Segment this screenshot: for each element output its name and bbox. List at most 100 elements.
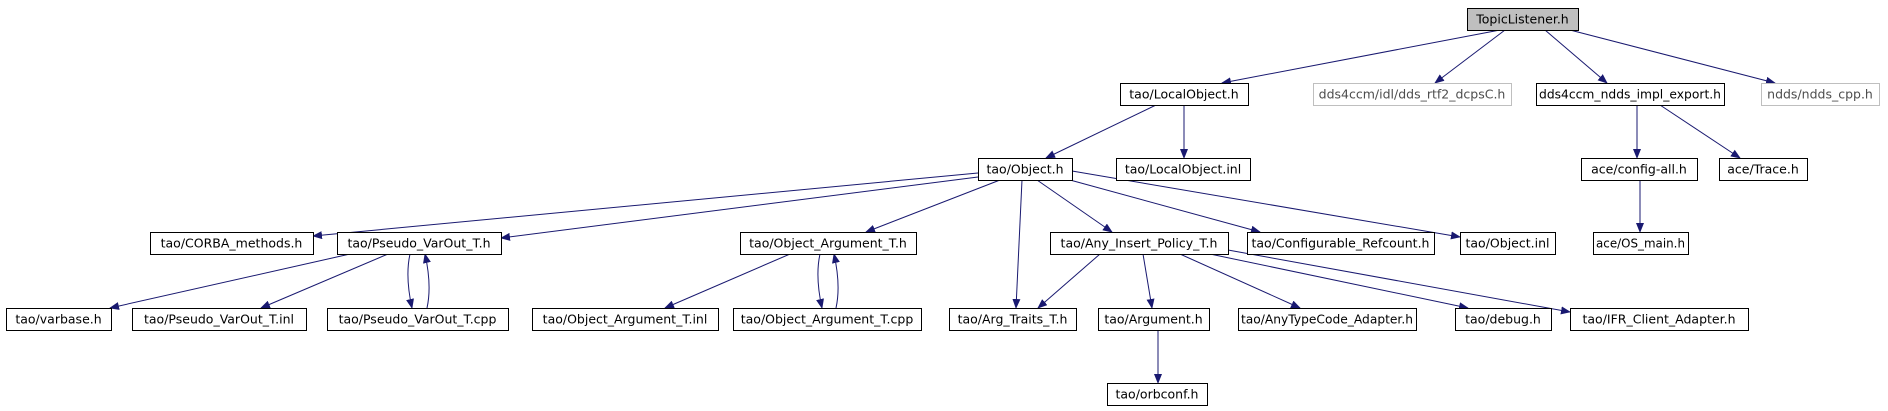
node-box: [1120, 83, 1249, 106]
node-box: [327, 308, 509, 331]
node-box: [1719, 158, 1808, 181]
edge-any_insert_policy-to-argument_h: [1142, 253, 1155, 309]
edge-pseudo_varout_h-to-pseudo_varout_cpp: [406, 253, 414, 309]
node-box: [1116, 158, 1251, 181]
node-root[interactable]: TopicListener.h: [1467, 8, 1579, 31]
node-label: tao/Any_Insert_Policy_T.h: [1061, 236, 1218, 251]
node-config-all[interactable]: ace/config-all.h: [1581, 158, 1698, 181]
node-object-h[interactable]: tao/Object.h: [978, 158, 1073, 181]
node-object-argument-h[interactable]: tao/Object_Argument_T.h: [740, 232, 917, 255]
node-label: tao/Configurable_Refcount.h: [1252, 236, 1430, 251]
node-label: tao/Argument.h: [1104, 312, 1202, 327]
edge-any_insert_policy-to-arg_traits: [1037, 253, 1101, 309]
node-arg-traits[interactable]: tao/Arg_Traits_T.h: [949, 308, 1077, 331]
node-label: ace/config-all.h: [1591, 162, 1687, 177]
edge-pseudo_varout_h-to-varbase: [109, 253, 351, 310]
edge-object_h-to-configurable_refcount: [1069, 179, 1261, 234]
node-label: tao/LocalObject.h: [1129, 87, 1238, 102]
edges-layer: [109, 29, 1776, 384]
node-ndds-cpp: ndds/ndds_cpp.h: [1761, 83, 1880, 106]
node-orbconf[interactable]: tao/orbconf.h: [1107, 383, 1208, 406]
node-label: tao/Arg_Traits_T.h: [958, 312, 1068, 327]
node-label: tao/Object.h: [986, 162, 1063, 177]
node-box: [1761, 83, 1880, 106]
node-box: [337, 232, 502, 255]
node-label: tao/Pseudo_VarOut_T.inl: [144, 312, 294, 327]
edge-any_insert_policy-to-debug_h: [1209, 253, 1469, 311]
edge-object_h-to-arg_traits: [1012, 179, 1023, 309]
node-debug-h[interactable]: tao/debug.h: [1455, 308, 1552, 331]
node-box: [1460, 232, 1556, 255]
node-any-insert-policy[interactable]: tao/Any_Insert_Policy_T.h: [1050, 232, 1229, 255]
node-label: tao/Object.inl: [1466, 236, 1550, 251]
node-trace-h[interactable]: ace/Trace.h: [1719, 158, 1808, 181]
node-box: [1536, 83, 1725, 106]
node-box: [1593, 232, 1689, 255]
node-box: [1313, 83, 1512, 106]
edge-object_h-to-object_argument_h: [865, 179, 1001, 233]
node-object-argument-cpp[interactable]: tao/Object_Argument_T.cpp: [733, 308, 922, 331]
edge-any_insert_policy-to-ifr_client_adapter: [1227, 249, 1571, 315]
node-box: [740, 232, 917, 255]
edge-root-to-ndds_cpp: [1569, 29, 1776, 85]
node-box: [1107, 383, 1208, 406]
node-configurable-refcount[interactable]: tao/Configurable_Refcount.h: [1247, 232, 1435, 255]
edge-object_argument_cpp-to-object_argument_h: [832, 253, 840, 309]
node-label: ace/OS_main.h: [1596, 236, 1685, 251]
node-label: dds4ccm/idl/dds_rtf2_dcpsC.h: [1319, 87, 1506, 102]
node-label: dds4ccm_ndds_impl_export.h: [1539, 87, 1721, 102]
node-label: tao/Object_Argument_T.inl: [543, 312, 708, 327]
node-label: tao/IFR_Client_Adapter.h: [1582, 312, 1735, 327]
node-label: tao/varbase.h: [15, 312, 101, 327]
node-box: [733, 308, 922, 331]
edge-root-to-ndds_impl_export: [1544, 29, 1608, 84]
node-box: [132, 308, 307, 331]
node-box: [949, 308, 1077, 331]
node-ndds-impl-export[interactable]: dds4ccm_ndds_impl_export.h: [1536, 83, 1725, 106]
node-box: [1050, 232, 1229, 255]
edge-any_insert_policy-to-anytypecode_adapter: [1179, 253, 1301, 309]
node-label: tao/orbconf.h: [1116, 387, 1199, 402]
node-box: [150, 232, 314, 255]
edge-object_argument_h-to-object_argument_cpp: [816, 253, 824, 309]
node-varbase[interactable]: tao/varbase.h: [6, 308, 112, 331]
node-label: tao/AnyTypeCode_Adapter.h: [1241, 312, 1413, 327]
edge-pseudo_varout_cpp-to-pseudo_varout_h: [423, 253, 431, 309]
node-pseudo-varout-inl[interactable]: tao/Pseudo_VarOut_T.inl: [132, 308, 307, 331]
node-box: [1467, 8, 1579, 31]
node-label: tao/LocalObject.inl: [1125, 162, 1241, 177]
node-anytypecode-adapter[interactable]: tao/AnyTypeCode_Adapter.h: [1238, 308, 1417, 331]
node-object-argument-inl[interactable]: tao/Object_Argument_T.inl: [532, 308, 719, 331]
edge-root-to-dds_rtf2: [1434, 29, 1506, 84]
node-box: [1570, 308, 1749, 331]
node-localobject-inl[interactable]: tao/LocalObject.inl: [1116, 158, 1251, 181]
node-box: [1581, 158, 1698, 181]
node-label: ace/Trace.h: [1727, 162, 1799, 177]
node-pseudo-varout-h[interactable]: tao/Pseudo_VarOut_T.h: [337, 232, 502, 255]
node-label: tao/CORBA_methods.h: [161, 236, 303, 251]
node-localobject-h[interactable]: tao/LocalObject.h: [1120, 83, 1249, 106]
edge-object_argument_h-to-object_argument_inl: [664, 253, 791, 309]
edge-object_h-to-any_insert_policy: [1036, 179, 1113, 233]
node-os-main[interactable]: ace/OS_main.h: [1593, 232, 1689, 255]
node-label: tao/Object_Argument_T.h: [749, 236, 907, 251]
edge-object_h-to-corba_methods: [312, 172, 979, 240]
node-argument-h[interactable]: tao/Argument.h: [1098, 308, 1210, 331]
node-label: tao/debug.h: [1465, 312, 1541, 327]
node-label: tao/Object_Argument_T.cpp: [741, 312, 914, 327]
node-corba-methods[interactable]: tao/CORBA_methods.h: [150, 232, 314, 255]
node-label: TopicListener.h: [1475, 12, 1568, 27]
edge-root-to-localobject_h: [1221, 29, 1501, 86]
node-ifr-client-adapter[interactable]: tao/IFR_Client_Adapter.h: [1570, 308, 1749, 331]
edge-pseudo_varout_h-to-pseudo_varout_inl: [260, 253, 389, 309]
edge-ndds_impl_export-to-trace_h: [1659, 104, 1741, 159]
node-object-inl[interactable]: tao/Object.inl: [1460, 232, 1556, 255]
node-dds-rtf2: dds4ccm/idl/dds_rtf2_dcpsC.h: [1313, 83, 1512, 106]
nodes-layer: TopicListener.h tao/LocalObject.h dds4ccm/…: [6, 8, 1880, 406]
edge-object_h-to-pseudo_varout_h: [500, 176, 979, 241]
node-pseudo-varout-cpp[interactable]: tao/Pseudo_VarOut_T.cpp: [327, 308, 509, 331]
node-box: [1098, 308, 1210, 331]
node-box: [1238, 308, 1417, 331]
edge-object_h-to-object_inl: [1071, 170, 1461, 240]
